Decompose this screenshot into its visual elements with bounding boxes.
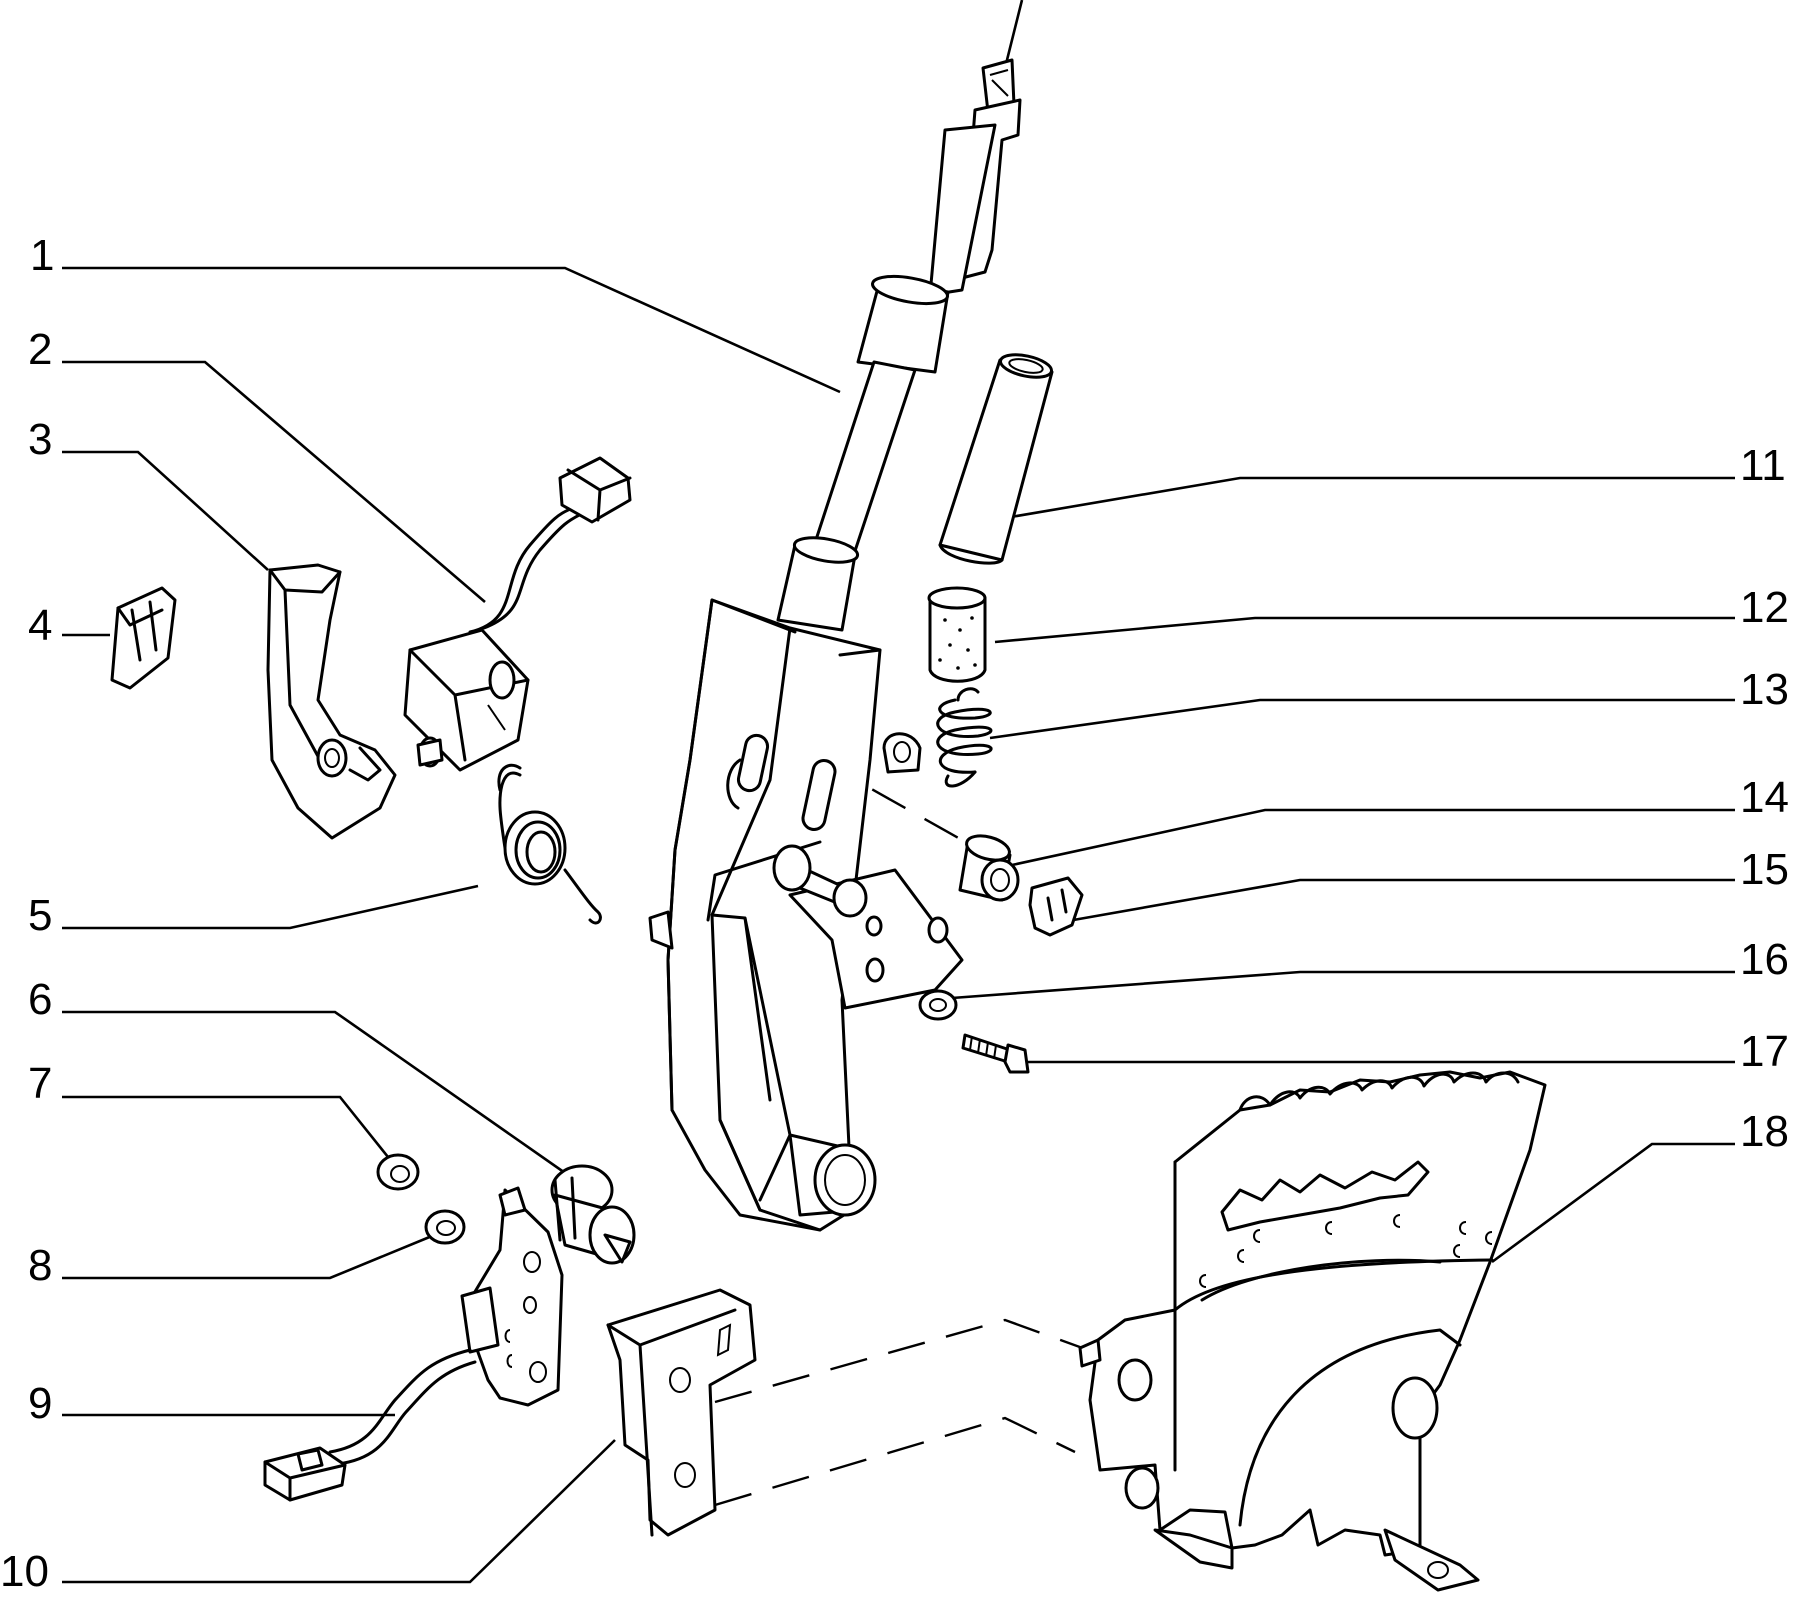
part-16-washer [918, 989, 958, 1021]
callout-6: 6 [28, 975, 52, 1024]
part-7-nut [376, 1153, 420, 1191]
leader-13 [989, 698, 1735, 740]
callout-17: 17 [1740, 1027, 1789, 1076]
part-1-selector-lever [648, 58, 1022, 1232]
spacer-texture [938, 616, 977, 670]
part-17-bolt [961, 1033, 1030, 1074]
leader-lines [62, 0, 1735, 1584]
leader-16 [951, 970, 1735, 1000]
callout-14: 14 [1740, 773, 1789, 822]
assembly-line-upper [714, 1318, 1089, 1404]
part-12-spacer [927, 586, 987, 683]
callout-15: 15 [1740, 845, 1789, 894]
callout-11: 11 [1740, 441, 1786, 490]
part-3-bracket [266, 563, 397, 840]
callout-1: 1 [30, 231, 54, 280]
callout-3: 3 [28, 415, 52, 464]
part-9-switch-with-cable [263, 1186, 564, 1502]
leader-1 [62, 266, 841, 394]
top-axis-line [1003, 0, 1024, 69]
leader-18 [1491, 1142, 1735, 1264]
part-11-tube [938, 353, 1054, 565]
assembly-line-lower [714, 1416, 1076, 1507]
callout-16: 16 [1740, 935, 1789, 984]
leader-11 [1004, 476, 1735, 520]
leader-8 [62, 1234, 433, 1280]
callout-8: 8 [28, 1241, 52, 1290]
part-13-small-spring [936, 687, 993, 788]
gate-plate-rivets [1199, 1214, 1493, 1288]
part-8-washer [424, 1209, 466, 1245]
callout-9: 9 [28, 1379, 52, 1428]
callout-12: 12 [1740, 583, 1789, 632]
leader-10 [62, 1439, 616, 1584]
leader-7 [62, 1095, 394, 1163]
callout-5: 5 [28, 891, 52, 940]
leader-15 [1061, 878, 1735, 924]
part-2-solenoid-switch [403, 456, 632, 772]
part-4-clip [110, 586, 177, 690]
part-5-coil-spring [497, 763, 602, 925]
callout-13: 13 [1740, 665, 1789, 714]
leader-6 [62, 1010, 579, 1184]
callout-7: 7 [28, 1059, 52, 1108]
part-6-bushing [550, 1164, 636, 1265]
leader-5 [62, 884, 479, 930]
part-18-gate-plate [1078, 1070, 1547, 1592]
leader-2 [62, 360, 486, 603]
part-10-mounting-plate [606, 1288, 757, 1537]
leader-3 [62, 450, 269, 571]
callout-2: 2 [28, 325, 52, 374]
callout-labels: 1 2 3 4 5 6 7 8 9 10 11 12 13 14 15 16 1… [0, 231, 1789, 1596]
callout-18: 18 [1740, 1107, 1789, 1156]
leader-14 [1011, 808, 1735, 867]
callout-10: 10 [0, 1547, 49, 1596]
callout-4: 4 [28, 601, 52, 650]
leader-12 [994, 616, 1735, 644]
part-15-retaining-clip [1028, 876, 1084, 937]
part-14-roller [958, 834, 1020, 902]
